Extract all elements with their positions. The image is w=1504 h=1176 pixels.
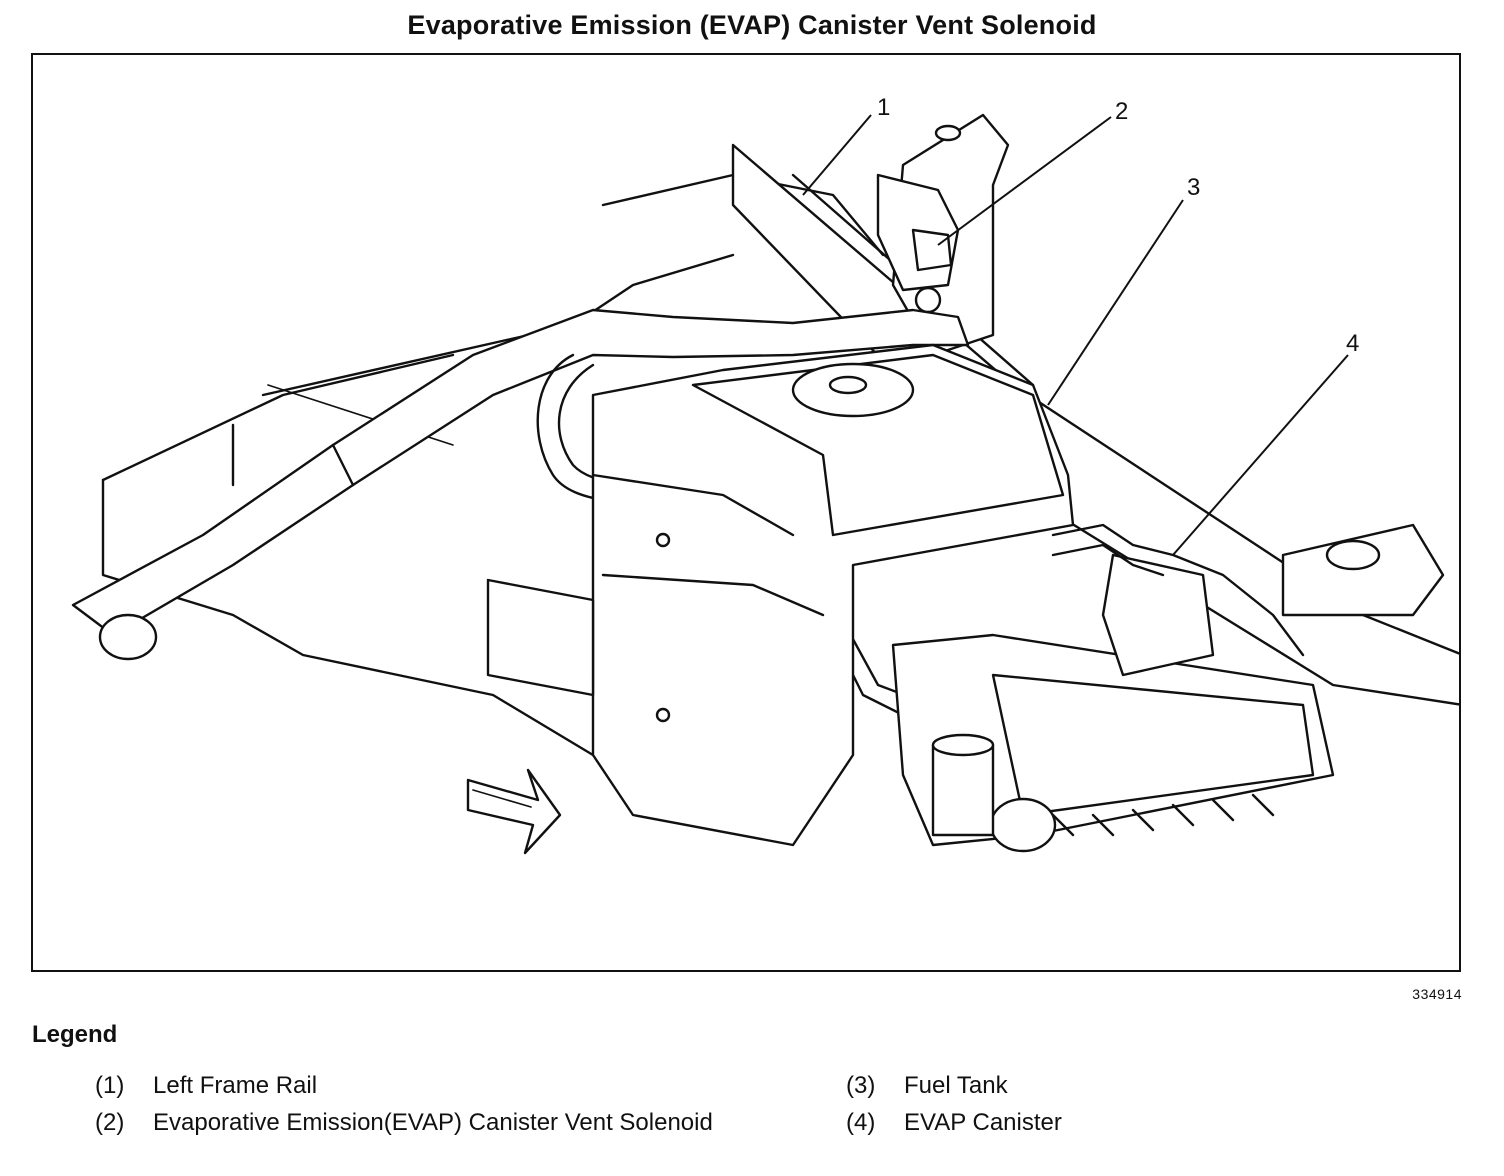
legend-item-number: (3): [846, 1072, 876, 1099]
legend-title: Legend: [32, 1021, 118, 1048]
callout-label-2: 2: [1115, 98, 1128, 125]
legend-item: (3) Fuel Tank: [846, 1072, 1406, 1100]
callout-3: 3: [1047, 174, 1200, 406]
legend-item-text: Evaporative Emission(EVAP) Canister Vent…: [153, 1109, 713, 1136]
legend-column-right: (3) Fuel Tank (4) EVAP Canister: [846, 1072, 1406, 1146]
callout-label-1: 1: [877, 94, 890, 121]
callout-label-3: 3: [1187, 174, 1200, 201]
legend-item: (4) EVAP Canister: [846, 1109, 1406, 1137]
legend-item-text: Fuel Tank: [904, 1072, 1008, 1099]
legend-item-number: (1): [95, 1072, 125, 1099]
fuel-tank: [486, 343, 1075, 847]
diagram-figure: 1 2 3 4: [31, 53, 1461, 972]
callout-label-4: 4: [1346, 330, 1359, 357]
legend-item: (2) Evaporative Emission(EVAP) Canister …: [95, 1109, 735, 1137]
direction-arrow-icon: [466, 768, 562, 855]
legend-item: (1) Left Frame Rail: [95, 1072, 735, 1100]
callout-1: 1: [802, 94, 890, 196]
legend-item-number: (2): [95, 1109, 125, 1136]
legend-item-text: EVAP Canister: [904, 1109, 1062, 1136]
evap-vent-solenoid: [876, 173, 960, 342]
legend-item-text: Left Frame Rail: [153, 1072, 318, 1099]
evap-system-drawing: 1 2 3 4: [71, 94, 1459, 855]
legend-item-number: (4): [846, 1109, 876, 1136]
callout-4: 4: [1172, 330, 1359, 556]
callout-2: 2: [937, 98, 1128, 246]
legend-column-left: (1) Left Frame Rail (2) Evaporative Emis…: [95, 1072, 735, 1146]
figure-id: 334914: [1412, 986, 1462, 1002]
fuel-filler-pipe: [71, 308, 970, 661]
diagram-title: Evaporative Emission (EVAP) Canister Ven…: [407, 10, 1097, 40]
chassis-background: [101, 173, 885, 757]
evap-canister-area: [891, 523, 1335, 853]
